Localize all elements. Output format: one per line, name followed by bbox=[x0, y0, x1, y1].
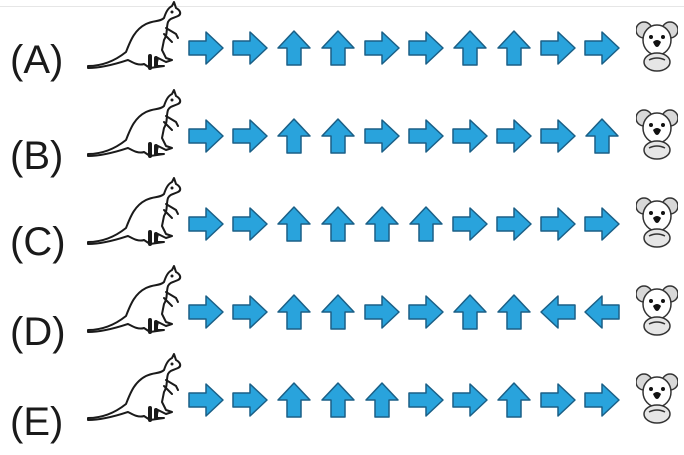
option-b: (B) bbox=[0, 88, 684, 178]
arrow-right-icon bbox=[582, 204, 622, 244]
koala-icon bbox=[636, 194, 678, 250]
arrow-right-icon bbox=[406, 292, 446, 332]
arrow-right-icon bbox=[538, 116, 578, 156]
arrow-up-icon bbox=[450, 28, 490, 68]
arrow-up-icon bbox=[274, 292, 314, 332]
arrow-right-icon bbox=[230, 116, 270, 156]
arrow-right-icon bbox=[230, 204, 270, 244]
arrow-right-icon bbox=[406, 380, 446, 420]
option-label: (D) bbox=[10, 312, 66, 352]
arrow-right-icon bbox=[186, 116, 226, 156]
arrow-up-icon bbox=[318, 28, 358, 68]
kangaroo-icon bbox=[86, 176, 188, 252]
arrow-up-icon bbox=[494, 28, 534, 68]
arrow-up-icon bbox=[318, 292, 358, 332]
arrow-right-icon bbox=[582, 28, 622, 68]
arrow-right-icon bbox=[186, 380, 226, 420]
option-d: (D) bbox=[0, 264, 684, 354]
arrow-up-icon bbox=[494, 380, 534, 420]
option-label: (C) bbox=[10, 222, 66, 262]
arrow-right-icon bbox=[362, 28, 402, 68]
arrow-up-icon bbox=[362, 380, 402, 420]
option-label: (A) bbox=[10, 40, 63, 80]
option-a: (A) bbox=[0, 0, 684, 90]
arrow-right-icon bbox=[538, 380, 578, 420]
arrow-up-icon bbox=[274, 380, 314, 420]
arrow-right-icon bbox=[230, 292, 270, 332]
arrow-right-icon bbox=[582, 380, 622, 420]
arrow-right-icon bbox=[406, 116, 446, 156]
arrow-right-icon bbox=[494, 116, 534, 156]
option-e: (E) bbox=[0, 352, 684, 442]
koala-icon bbox=[636, 106, 678, 162]
arrow-right-icon bbox=[450, 116, 490, 156]
arrow-up-icon bbox=[274, 28, 314, 68]
arrow-up-icon bbox=[450, 292, 490, 332]
option-c: (C) bbox=[0, 176, 684, 266]
koala-icon bbox=[636, 370, 678, 426]
arrow-right-icon bbox=[186, 28, 226, 68]
koala-icon bbox=[636, 282, 678, 338]
option-label: (B) bbox=[10, 136, 63, 176]
arrow-up-icon bbox=[274, 116, 314, 156]
arrow-right-icon bbox=[186, 292, 226, 332]
arrow-right-icon bbox=[494, 204, 534, 244]
arrow-up-icon bbox=[318, 116, 358, 156]
arrow-right-icon bbox=[186, 204, 226, 244]
arrow-up-icon bbox=[494, 292, 534, 332]
kangaroo-icon bbox=[86, 352, 188, 428]
arrow-right-icon bbox=[450, 380, 490, 420]
arrow-up-icon bbox=[582, 116, 622, 156]
arrow-right-icon bbox=[406, 28, 446, 68]
kangaroo-icon bbox=[86, 88, 188, 164]
kangaroo-icon bbox=[86, 0, 188, 76]
arrow-left-icon bbox=[582, 292, 622, 332]
arrow-up-icon bbox=[362, 204, 402, 244]
arrow-right-icon bbox=[362, 116, 402, 156]
koala-icon bbox=[636, 18, 678, 74]
arrow-right-icon bbox=[538, 28, 578, 68]
arrow-up-icon bbox=[406, 204, 446, 244]
arrow-left-icon bbox=[538, 292, 578, 332]
arrow-right-icon bbox=[362, 292, 402, 332]
option-label: (E) bbox=[10, 402, 63, 442]
arrow-up-icon bbox=[318, 204, 358, 244]
arrow-right-icon bbox=[230, 28, 270, 68]
arrow-up-icon bbox=[274, 204, 314, 244]
arrow-right-icon bbox=[450, 204, 490, 244]
kangaroo-icon bbox=[86, 264, 188, 340]
arrow-up-icon bbox=[318, 380, 358, 420]
arrow-right-icon bbox=[538, 204, 578, 244]
arrow-right-icon bbox=[230, 380, 270, 420]
